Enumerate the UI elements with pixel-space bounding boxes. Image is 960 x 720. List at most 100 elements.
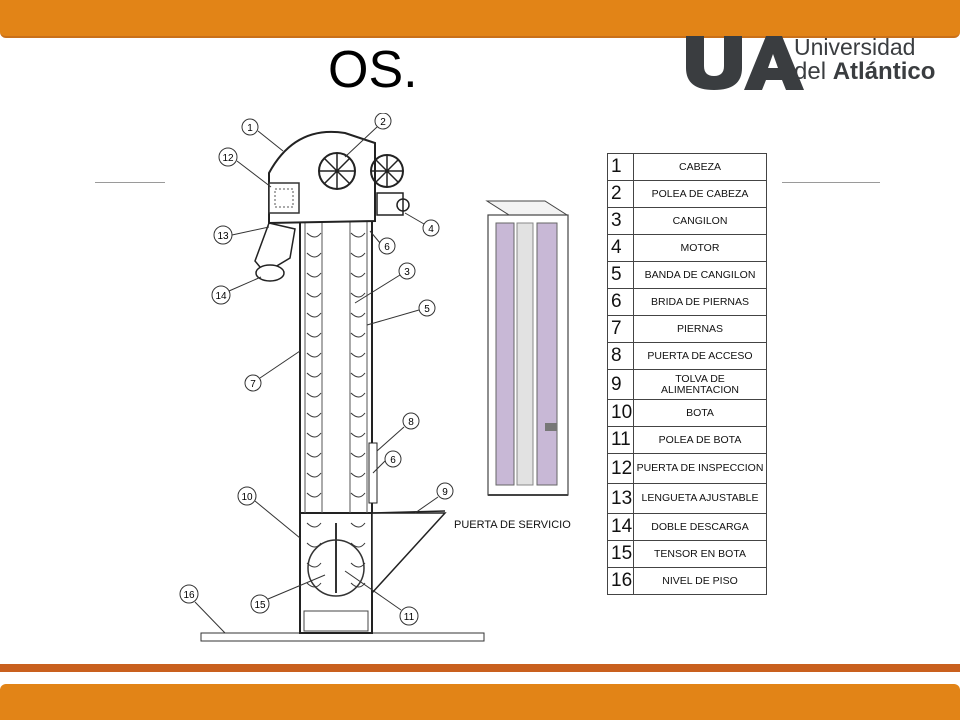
logo-line2: del Atlántico <box>794 58 935 86</box>
svg-text:16: 16 <box>183 590 195 601</box>
legend-label: POLEA DE CABEZA <box>633 180 767 208</box>
ua-mark-icon <box>686 36 804 90</box>
service-door-label: PUERTA DE SERVICIO <box>454 519 571 531</box>
legend-label: TOLVA DE ALIMENTACION <box>633 369 767 400</box>
callout-3: 3 <box>354 262 416 304</box>
legend-number: 9 <box>607 369 634 400</box>
legend-label: TENSOR EN BOTA <box>633 540 767 568</box>
svg-text:10: 10 <box>241 492 253 503</box>
legend-label: CABEZA <box>633 153 767 181</box>
logo-line2-prefix: del <box>794 58 833 85</box>
legend-number: 11 <box>607 426 634 454</box>
logo-line2-bold: Atlántico <box>832 58 936 85</box>
divider-right <box>782 182 880 183</box>
top-accent-bar <box>0 0 960 38</box>
svg-text:8: 8 <box>408 417 414 428</box>
svg-text:13: 13 <box>217 231 229 242</box>
callout-6a: 6 <box>369 230 396 255</box>
legend-number: 14 <box>607 513 634 541</box>
callout-1: 1 <box>241 118 284 152</box>
slide-title: OS. <box>328 41 418 99</box>
legend-number: 15 <box>607 540 634 568</box>
legend-label: BANDA DE CANGILON <box>633 261 767 289</box>
svg-text:5: 5 <box>424 304 430 315</box>
callout-14: 14 <box>211 276 262 305</box>
legend-number: 7 <box>607 315 634 343</box>
svg-text:11: 11 <box>404 612 415 623</box>
callout-5: 5 <box>366 299 436 326</box>
svg-text:4: 4 <box>428 224 434 235</box>
legend-label: BRIDA DE PIERNAS <box>633 288 767 316</box>
callout-8: 8 <box>376 412 420 452</box>
bucket-elevator-drawing: 1 2 3 4 5 6 6 7 8 9 10 11 12 13 14 15 16 <box>179 112 569 642</box>
svg-text:3: 3 <box>404 267 410 278</box>
buckets-left <box>306 232 322 588</box>
callout-10: 10 <box>237 486 301 539</box>
legend-number: 4 <box>607 234 634 262</box>
legend-number: 13 <box>607 483 634 514</box>
callout-7: 7 <box>244 350 301 392</box>
svg-text:6: 6 <box>384 242 390 253</box>
callout-15: 15 <box>250 574 326 614</box>
logo-line1: Universidad <box>794 34 916 60</box>
svg-text:9: 9 <box>442 487 448 498</box>
diagram-panel: 1 2 3 4 5 6 6 7 8 9 10 11 12 13 14 15 16… <box>165 112 782 669</box>
legend-label: NIVEL DE PISO <box>633 567 767 595</box>
legend-number: 6 <box>607 288 634 316</box>
legend-label: DOBLE DESCARGA <box>633 513 767 541</box>
legend-label: POLEA DE BOTA <box>633 426 767 454</box>
buckets-right <box>350 232 366 588</box>
svg-text:2: 2 <box>380 117 386 128</box>
legend-label: PUERTA DE ACCESO <box>633 342 767 370</box>
svg-text:15: 15 <box>254 600 266 611</box>
bottom-accent-strip <box>0 664 960 672</box>
callout-2: 2 <box>344 112 392 158</box>
legend-label: PIERNAS <box>633 315 767 343</box>
legend-label: MOTOR <box>633 234 767 262</box>
legend-number: 8 <box>607 342 634 370</box>
callout-12: 12 <box>218 147 272 188</box>
callout-4: 4 <box>404 212 440 237</box>
svg-text:14: 14 <box>215 291 227 302</box>
service-door-column <box>485 200 569 496</box>
svg-text:1: 1 <box>247 123 253 134</box>
legend-number: 12 <box>607 453 634 484</box>
divider-left <box>95 182 165 183</box>
callout-6b: 6 <box>372 450 402 474</box>
legend-number: 10 <box>607 399 634 427</box>
legend-number: 1 <box>607 153 634 181</box>
svg-text:12: 12 <box>222 153 234 164</box>
bottom-accent-bar <box>0 684 960 720</box>
legend-label: CANGILON <box>633 207 767 235</box>
callout-13: 13 <box>213 225 270 245</box>
svg-text:6: 6 <box>390 455 396 466</box>
legend-number: 5 <box>607 261 634 289</box>
legend-label: PUERTA DE INSPECCION <box>633 453 767 484</box>
legend-label: LENGUETA AJUSTABLE <box>633 483 767 514</box>
callout-9: 9 <box>414 482 454 514</box>
callout-16: 16 <box>179 584 226 634</box>
callout-11: 11 <box>344 570 419 626</box>
legend-number: 3 <box>607 207 634 235</box>
legend-number: 16 <box>607 567 634 595</box>
university-logo <box>686 36 804 90</box>
legend-number: 2 <box>607 180 634 208</box>
legend-label: BOTA <box>633 399 767 427</box>
